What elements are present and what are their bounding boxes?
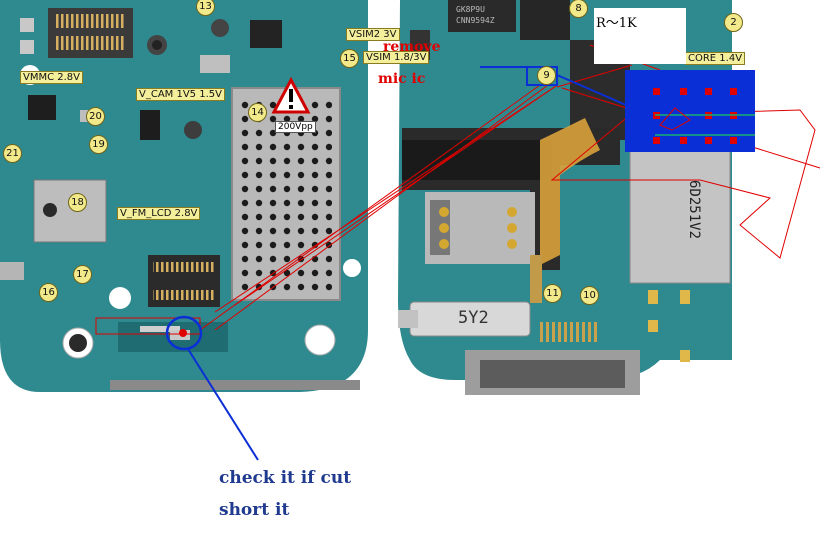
label-vmmc: VMMC 2.8V <box>20 71 84 84</box>
label-vsim18: VSIM 1.8/3V <box>363 51 430 64</box>
test-point-20: 20 <box>86 107 105 126</box>
label-vcam: V_CAM 1V5 1.5V <box>136 88 225 101</box>
module-code: 5Y2 <box>458 308 489 328</box>
test-point-21: 21 <box>3 144 22 163</box>
label-vcore: CORE 1.4V <box>685 52 746 65</box>
remove-note-line2: mic ic <box>378 71 426 87</box>
svg-text:GK8P9U: GK8P9U <box>456 5 485 14</box>
blue-pointers <box>165 66 627 461</box>
label-vfm-lcd: V_FM_LCD 2.8V <box>117 207 201 220</box>
warning-label: 200Vpp <box>275 121 316 133</box>
check-note-line1: check it if cut <box>219 468 352 488</box>
test-point-9: 9 <box>537 66 556 85</box>
test-point-16: 16 <box>39 283 58 302</box>
pinout-callout <box>625 70 755 152</box>
test-point-17: 17 <box>73 265 92 284</box>
resistor-note: R～1K <box>594 8 686 64</box>
red-marker-dot <box>179 329 187 337</box>
test-point-2: 2 <box>724 13 743 32</box>
warning-icon <box>271 76 311 114</box>
test-point-13: 13 <box>196 0 215 16</box>
label-vsim2: VSIM2 3V <box>346 28 400 41</box>
remove-note-line1: remove <box>383 39 441 55</box>
test-point-15: 15 <box>340 49 359 68</box>
test-point-14: 14 <box>248 103 267 122</box>
test-point-18: 18 <box>68 193 87 212</box>
test-point-8: 8 <box>569 0 588 18</box>
svg-text:CNN9594Z: CNN9594Z <box>456 16 495 25</box>
test-point-11: 11 <box>543 284 562 303</box>
svg-text:6D251V2: 6D251V2 <box>686 180 702 239</box>
check-note-line2: short it <box>219 500 290 520</box>
test-point-19: 19 <box>89 135 108 154</box>
test-point-10: 10 <box>580 286 599 305</box>
